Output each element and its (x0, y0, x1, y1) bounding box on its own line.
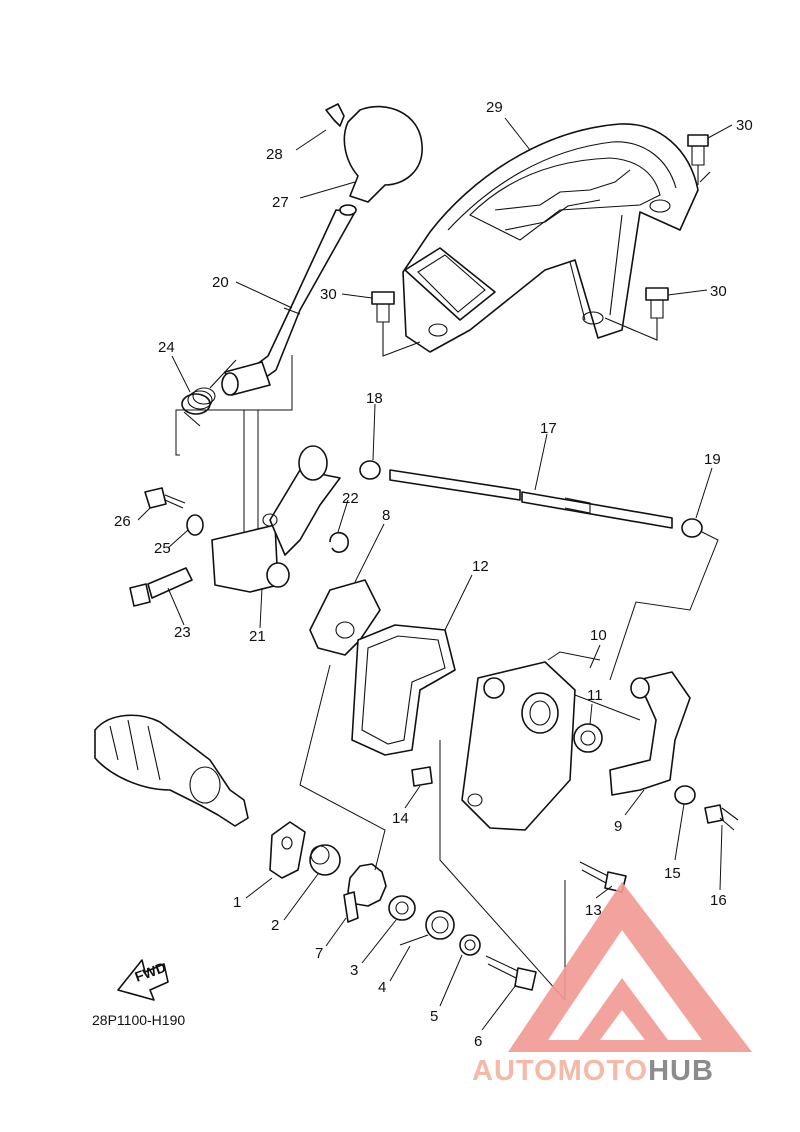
part-shift-drum (94, 714, 249, 827)
part-gasket-12 (351, 624, 456, 756)
part-bolt-30-top (687, 134, 711, 185)
watermark-text: AUTOMOTOHUB (472, 1055, 714, 1087)
part-shaft-17 (389, 469, 673, 529)
fwd-arrow-icon: FWD (117, 959, 169, 1001)
callout-9: 9 (614, 818, 622, 835)
callout-1: 1 (233, 894, 241, 911)
callout-30-right: 30 (710, 283, 727, 300)
callout-30-left: 30 (320, 286, 337, 303)
diagram-code: 28P1100-H190 (92, 1012, 185, 1028)
part-shift-arm (211, 445, 341, 593)
part-washer-15 (674, 785, 696, 805)
part-stopper-1 (269, 821, 306, 879)
callout-5: 5 (430, 1008, 438, 1025)
part-segment-8 (309, 579, 381, 656)
part-nut-19 (681, 518, 703, 538)
part-collar-2 (309, 844, 341, 876)
part-housing-10 (461, 661, 576, 831)
callout-6: 6 (474, 1033, 482, 1050)
part-washer-3 (388, 895, 416, 921)
watermark-logo-icon (508, 882, 752, 1052)
part-bolt-23 (129, 567, 193, 607)
part-spring-4 (399, 910, 455, 946)
part-bolt-26 (144, 487, 186, 509)
part-bolt-30-right (604, 287, 669, 341)
part-bolt-16 (704, 804, 739, 831)
part-spring-24 (181, 359, 237, 427)
callout-25: 25 (154, 540, 171, 557)
callout-24: 24 (158, 339, 175, 356)
part-washer-25 (186, 514, 204, 536)
callout-17: 17 (540, 420, 557, 437)
part-clip-22 (329, 531, 349, 553)
callout-23: 23 (174, 624, 191, 641)
guide-lines-8 (299, 664, 386, 871)
part-shift-rod (221, 204, 357, 396)
callout-2: 2 (271, 917, 279, 934)
part-dowel-14 (411, 766, 433, 787)
callout-20: 20 (212, 274, 229, 291)
callout-30-top: 30 (736, 117, 753, 134)
callout-13: 13 (585, 902, 602, 919)
callout-19: 19 (704, 451, 721, 468)
callout-26: 26 (114, 513, 131, 530)
guide-lines-20 (175, 355, 293, 540)
watermark-text-a: AUTOMOTO (472, 1055, 648, 1087)
callout-3: 3 (350, 962, 358, 979)
guide-lines-10 (439, 740, 566, 1002)
callout-11: 11 (587, 687, 603, 704)
callout-16: 16 (710, 892, 727, 909)
part-washer-5 (459, 934, 481, 956)
callout-28: 28 (266, 146, 283, 163)
guide-lines-11 (547, 651, 641, 721)
part-shift-knob (343, 105, 423, 203)
part-bolt-30-left (371, 291, 421, 357)
callout-10: 10 (590, 627, 607, 644)
part-nut-18 (359, 460, 381, 480)
guide-lines-19 (609, 531, 719, 681)
part-lever-9 (609, 671, 691, 796)
callout-12: 12 (472, 558, 489, 575)
callout-8: 8 (382, 507, 390, 524)
part-seal-11 (573, 723, 603, 753)
part-bolt-6 (485, 955, 537, 991)
part-screw-28 (325, 103, 345, 127)
callout-15: 15 (664, 865, 681, 882)
callout-29: 29 (486, 99, 503, 116)
watermark-text-b: HUB (648, 1055, 714, 1087)
part-gear-7 (343, 863, 387, 923)
callout-14: 14 (392, 810, 409, 827)
callout-4: 4 (378, 979, 386, 996)
callout-27: 27 (272, 194, 289, 211)
callout-18: 18 (366, 390, 383, 407)
part-shift-cover (402, 123, 699, 353)
callout-21: 21 (249, 628, 266, 645)
callout-22: 22 (342, 490, 359, 507)
leader-lines (137, 117, 733, 1031)
callout-7: 7 (315, 945, 323, 962)
